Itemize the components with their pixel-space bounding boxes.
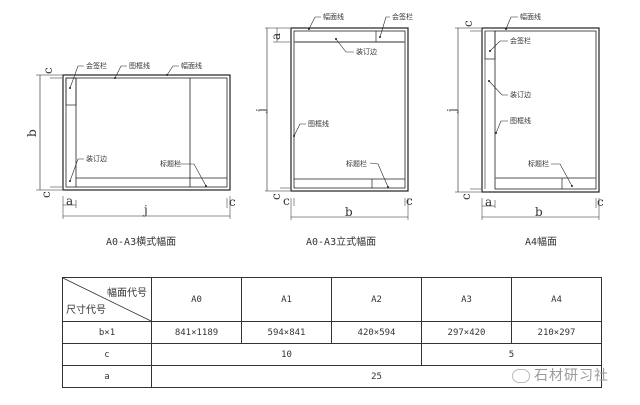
dim-c-top: c — [41, 67, 55, 74]
label-binding-edge: 装订边 — [356, 47, 377, 56]
dim-j: j — [254, 108, 268, 114]
table-cell: 841×1189 — [151, 321, 242, 344]
label-signature-block: 会签栏 — [392, 12, 413, 21]
row-label: a — [62, 365, 152, 388]
table-row: a 25 — [62, 365, 602, 388]
dim-c-right: c — [229, 195, 236, 209]
table-row: b×1 841×1189 594×841 420×594 297×420 210… — [62, 321, 602, 344]
label-binding-edge: 装订边 — [510, 90, 531, 99]
label-binding-edge: 装订边 — [86, 154, 107, 163]
label-frame-line: 图框线 — [510, 116, 531, 125]
portrait-sheet-diagram — [265, 16, 409, 220]
watermark-text: 石材研习社 — [534, 368, 609, 384]
corner-dimension-code: 尺寸代号 — [66, 305, 106, 316]
dim-c-bottom: c — [459, 193, 473, 200]
column-header: A1 — [241, 277, 332, 322]
dim-c-right: c — [597, 195, 604, 209]
row-label: c — [62, 343, 152, 366]
dim-c-top: c — [461, 20, 475, 27]
caption-a4: A4幅面 — [525, 235, 557, 248]
label-title-block: 标题栏 — [346, 159, 367, 168]
sheet-size-table: 幅面代号 尺寸代号 A0 A1 A2 A3 A4 b×1 841×1189 59… — [62, 277, 602, 388]
watermark: 石材研习社 — [512, 365, 609, 385]
dim-a: a — [66, 194, 73, 208]
corner-sheet-code: 幅面代号 — [107, 288, 147, 299]
dim-j: j — [445, 108, 459, 114]
dim-b: b — [25, 129, 39, 137]
table-header-row: 幅面代号 尺寸代号 A0 A1 A2 A3 A4 — [62, 277, 602, 322]
dim-j: j — [142, 203, 148, 217]
a4-sheet-diagram — [455, 16, 600, 220]
dim-c-left: c — [283, 194, 290, 208]
label-signature-block: 会签栏 — [86, 61, 107, 70]
label-frame-line: 图框线 — [129, 61, 150, 70]
dim-c-bottom: c — [269, 193, 283, 200]
column-header: A4 — [511, 277, 602, 322]
row-label: b×1 — [62, 321, 152, 344]
label-sheet-line: 幅面线 — [181, 61, 202, 70]
table-cell: 210×297 — [511, 321, 602, 344]
label-sheet-line: 幅面线 — [520, 12, 541, 21]
table-cell: 10 — [151, 343, 422, 366]
dim-a: a — [269, 33, 283, 40]
label-sheet-line: 幅面线 — [323, 12, 344, 21]
label-title-block: 标题栏 — [160, 159, 181, 168]
table-cell: 297×420 — [421, 321, 512, 344]
column-header: A3 — [421, 277, 512, 322]
table-cell: 420×594 — [331, 321, 422, 344]
column-header: A2 — [331, 277, 422, 322]
column-header: A0 — [151, 277, 242, 322]
table-corner-cell: 幅面代号 尺寸代号 — [62, 277, 153, 322]
landscape-sheet-diagram — [36, 65, 231, 219]
dim-a: a — [485, 195, 492, 209]
dim-b: b — [345, 205, 353, 219]
table-row: c 10 5 — [62, 343, 602, 366]
label-title-block: 标题栏 — [528, 159, 549, 168]
dim-b: b — [535, 205, 543, 219]
table-cell: 594×841 — [241, 321, 332, 344]
table-cell: 5 — [421, 343, 602, 366]
wechat-icon — [512, 369, 530, 383]
caption-portrait: A0-A3立式幅面 — [306, 235, 376, 248]
diagonal-divider — [63, 278, 153, 322]
dim-c-bottom: c — [39, 191, 53, 198]
label-frame-line: 图框线 — [308, 119, 329, 128]
caption-landscape: A0-A3横式幅面 — [106, 235, 176, 248]
label-signature-block: 会签栏 — [510, 36, 531, 45]
dim-c-right: c — [406, 194, 413, 208]
table-cell: 25 — [151, 365, 602, 388]
